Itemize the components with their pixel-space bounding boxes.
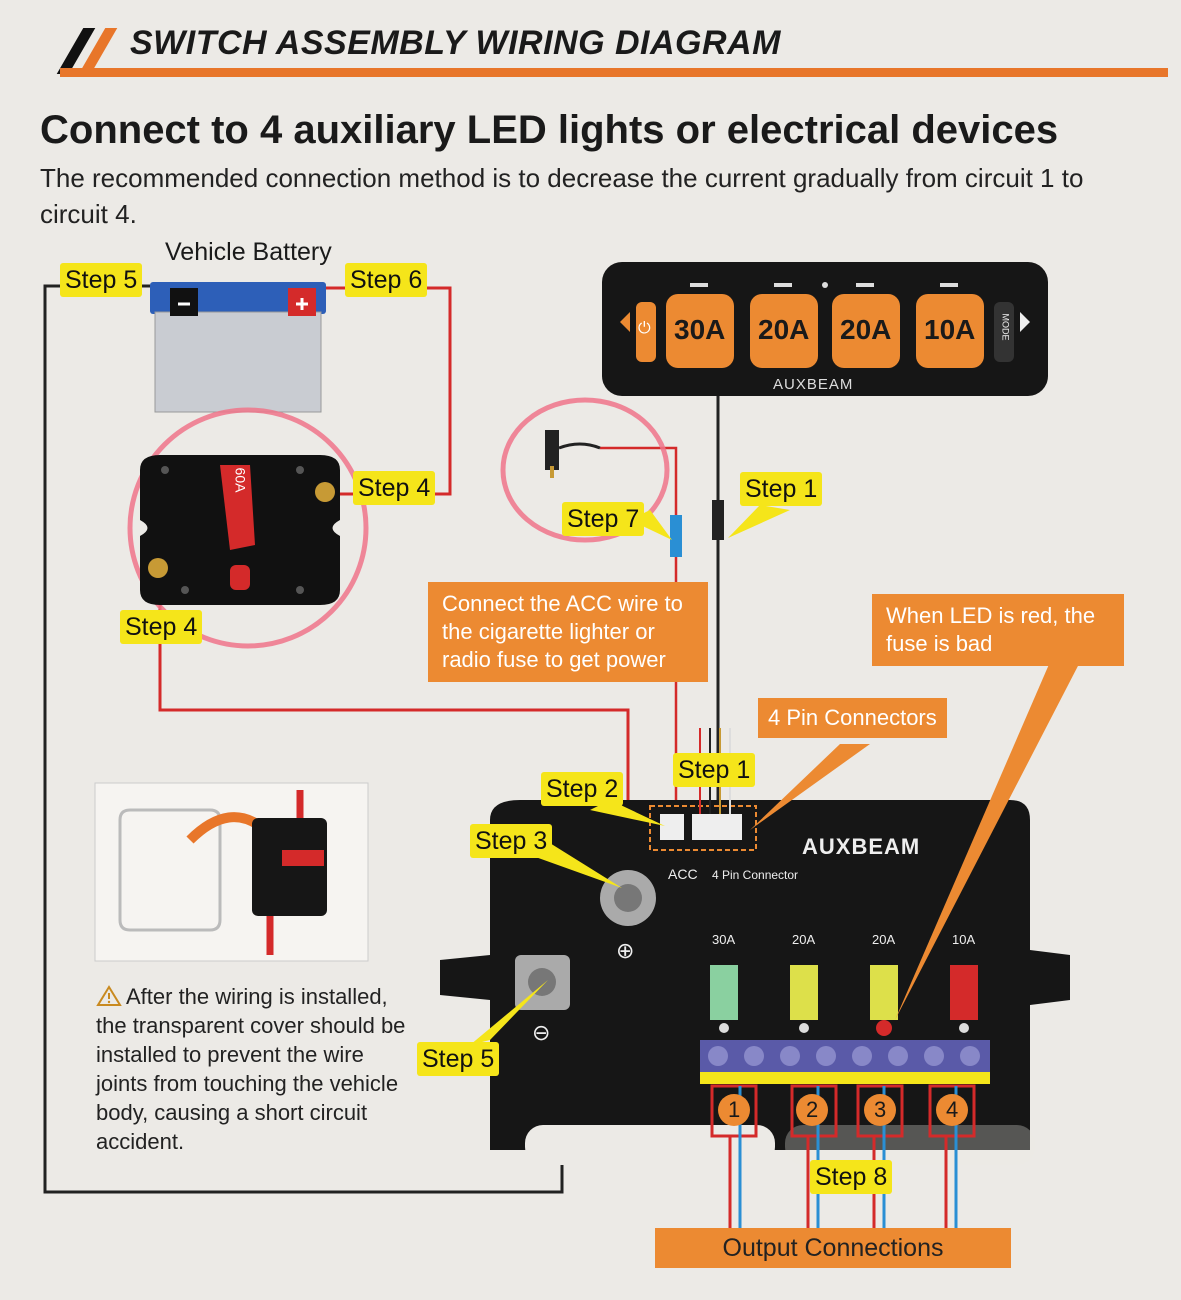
acc-callout: Connect the ACC wire to the cigarette li…: [428, 582, 708, 682]
circuit-2-label: 2: [806, 1097, 819, 1122]
step3-pointer: [530, 840, 622, 888]
step8-label: Step 8: [810, 1160, 893, 1194]
negative-terminal-icon: ⊖: [532, 1020, 551, 1045]
circuit-3-label: 3: [874, 1097, 887, 1122]
battery-icon: [150, 282, 326, 413]
cover-illustration: [94, 782, 369, 962]
led-callout-pointer: [895, 662, 1080, 1020]
step2-label: Step 2: [541, 772, 624, 806]
acc-port-label: ACC: [668, 866, 698, 882]
fuse-3-rating: 20A: [872, 932, 896, 947]
mode-button-label[interactable]: MODE: [1000, 313, 1011, 341]
step5-label-top: Step 5: [60, 263, 143, 297]
control-box: [440, 728, 1070, 1165]
acc-wire: [600, 446, 678, 820]
step3-label: Step 3: [470, 824, 553, 858]
switch-button-4[interactable]: 10A: [924, 314, 976, 345]
caution-note: After the wiring is installed, the trans…: [96, 982, 414, 1156]
fuse-2-rating: 20A: [792, 932, 816, 947]
step2-pointer: [590, 800, 665, 826]
vehicle-battery-label: Vehicle Battery: [165, 238, 332, 266]
step1-label-connector: Step 1: [673, 753, 756, 787]
power-button-icon[interactable]: ⏻: [638, 320, 651, 337]
pin-connector-label: 4 Pin Connector: [712, 868, 799, 882]
title-underline: [60, 68, 1168, 77]
caution-text: After the wiring is installed, the trans…: [96, 984, 406, 1154]
fuse-1-rating: 30A: [712, 932, 736, 947]
pin-connectors-callout: 4 Pin Connectors: [758, 698, 947, 738]
pin-callout-pointer: [750, 744, 870, 830]
warning-triangle-icon: [96, 985, 122, 1006]
switch-button-2[interactable]: 20A: [758, 314, 810, 345]
fuse-tap-icon: [500, 397, 670, 543]
step7-label: Step 7: [562, 502, 645, 536]
step1-pointer: [728, 505, 790, 538]
step6-label: Step 6: [345, 263, 428, 297]
control-box-brand: AUXBEAM: [802, 834, 921, 859]
switch-button-1[interactable]: 30A: [674, 314, 726, 345]
switch-panel: [602, 262, 1048, 396]
step4-label-top: Step 4: [353, 471, 436, 505]
led-callout: When LED is red, the fuse is bad: [872, 594, 1124, 666]
step1-label-top: Step 1: [740, 472, 823, 506]
output-connections-callout: Output Connections: [655, 1228, 1011, 1268]
diagram-title: SWITCH ASSEMBLY WIRING DIAGRAM: [130, 24, 781, 62]
circuit-breaker-icon: [127, 407, 369, 649]
intro-text: The recommended connection method is to …: [40, 163, 1084, 229]
circuit-1-label: 1: [728, 1097, 741, 1122]
main-heading: Connect to 4 auxiliary LED lights or ele…: [40, 108, 1059, 152]
breaker-rating-label: 60A: [232, 467, 249, 493]
switch-panel-brand: AUXBEAM: [773, 376, 854, 393]
circuit-4-label: 4: [946, 1097, 959, 1122]
fuse-4-rating: 10A: [952, 932, 976, 947]
switch-button-3[interactable]: 20A: [840, 314, 892, 345]
step5-pointer: [470, 980, 548, 1045]
acc-butt-connector-icon: [670, 515, 682, 557]
positive-terminal-icon: ⊕: [616, 938, 635, 963]
cable-connector-icon: [712, 500, 724, 540]
step5-label-bottom: Step 5: [417, 1042, 500, 1076]
step4-label-bottom: Step 4: [120, 610, 203, 644]
